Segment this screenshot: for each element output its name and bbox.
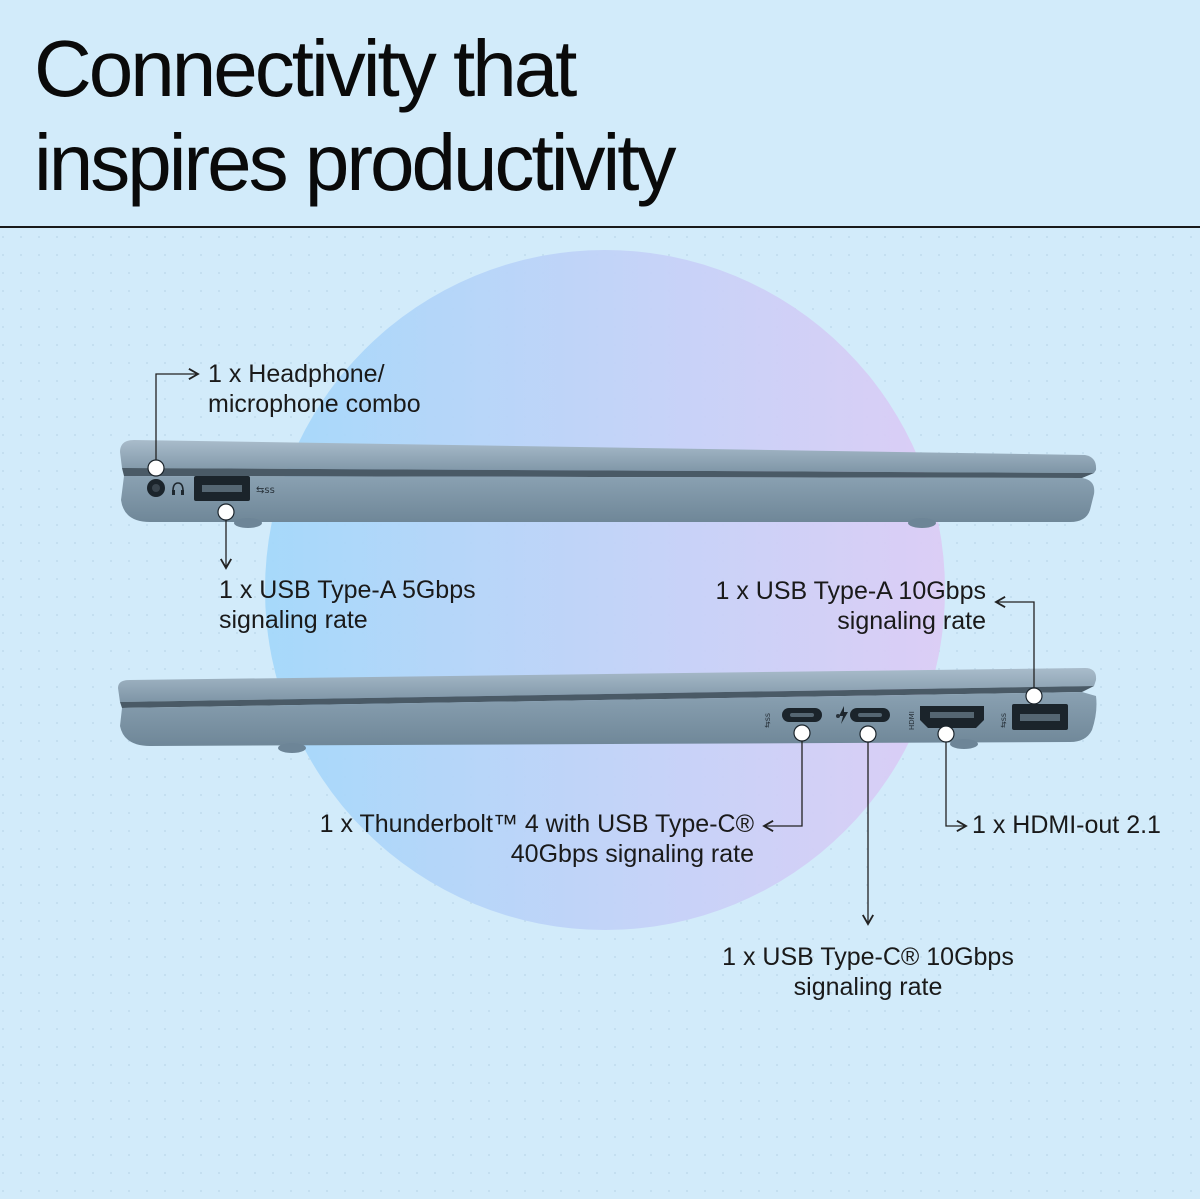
callout-line: 1 x USB Type-C® 10Gbps (722, 943, 1014, 971)
svg-text:⇆ss: ⇆ss (763, 713, 772, 728)
ss-usb-icon: ⇆ss (256, 485, 275, 496)
headphone-icon (172, 482, 184, 495)
thunderbolt-icon (839, 706, 848, 724)
callout-line: 1 x USB Type-A 10Gbps (715, 577, 986, 605)
glow-circle (265, 250, 945, 930)
port-markers (147, 459, 1043, 743)
title-line-1: Connectivity that (34, 24, 577, 113)
callout-line: microphone combo (208, 390, 421, 418)
laptop-left-side: ⇆ss (120, 440, 1097, 528)
hdmi-icon: HDMI (908, 711, 916, 730)
callout-usb-a-5gbps: 1 x USB Type-A 5Gbps signaling rate (219, 575, 476, 635)
callout-line: 1 x HDMI-out 2.1 (972, 811, 1161, 839)
callout-line: signaling rate (219, 606, 368, 634)
laptop-right-side: ⇆ss HDMI ⇆ss (118, 668, 1097, 753)
page-title: Connectivity that inspires productivity (34, 22, 676, 210)
callout-line: 1 x Headphone/ (208, 360, 385, 388)
leader-lines (155, 368, 1035, 926)
callout-line: signaling rate (837, 607, 986, 635)
callout-line: 1 x USB Type-A 5Gbps (219, 576, 476, 604)
callout-thunderbolt: 1 x Thunderbolt™ 4 with USB Type-C® 40Gb… (320, 809, 754, 869)
callout-headphone: 1 x Headphone/ microphone combo (208, 359, 421, 419)
callout-line: 40Gbps signaling rate (510, 840, 754, 868)
svg-text:⇆ss: ⇆ss (999, 713, 1008, 728)
callout-hdmi: 1 x HDMI-out 2.1 (972, 810, 1161, 840)
header-divider (0, 226, 1200, 228)
callout-line: signaling rate (793, 973, 943, 1001)
svg-text:⇆ss: ⇆ss (256, 485, 275, 496)
title-line-2: inspires productivity (34, 118, 676, 207)
callout-usb-c-10gbps: 1 x USB Type-C® 10Gbps signaling rate (688, 942, 1048, 1002)
svg-text:HDMI: HDMI (908, 711, 916, 730)
callout-line: 1 x Thunderbolt™ 4 with USB Type-C® (319, 810, 754, 838)
callout-usb-a-10gbps: 1 x USB Type-A 10Gbps signaling rate (715, 576, 986, 636)
